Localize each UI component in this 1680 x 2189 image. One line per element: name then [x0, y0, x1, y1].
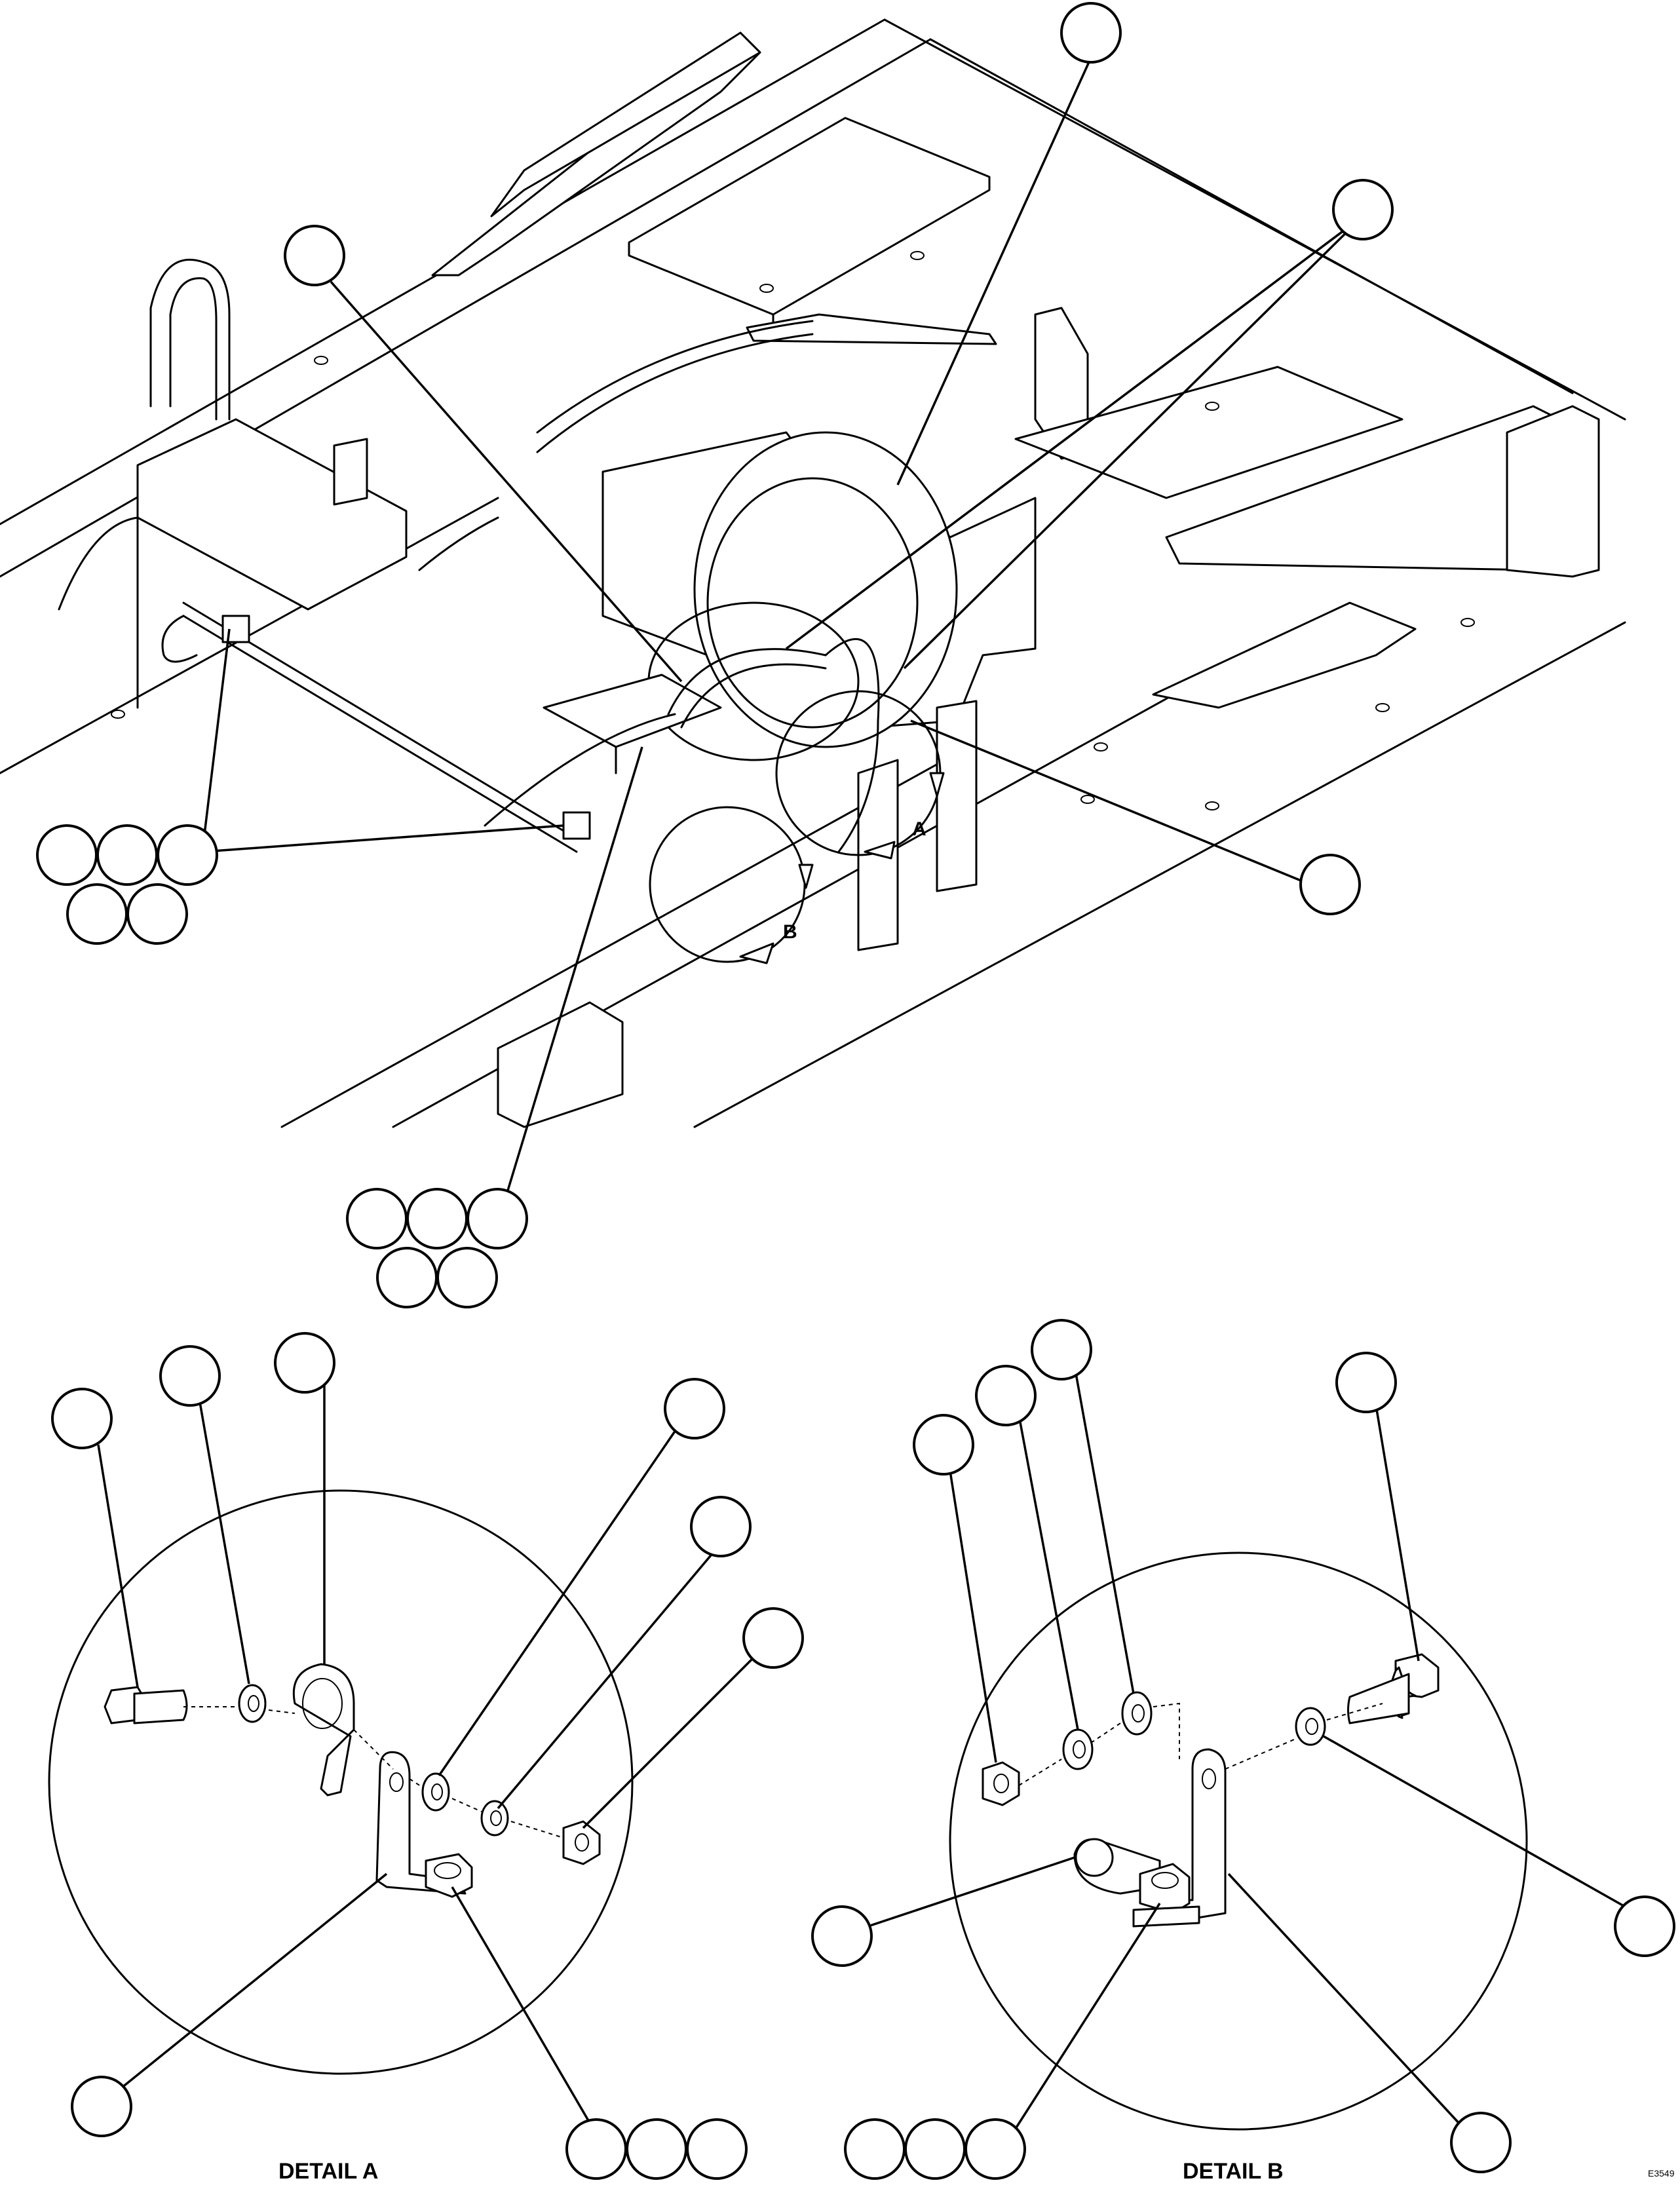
detail-b-callouts	[811, 1319, 1675, 2180]
callout-circle	[1450, 2112, 1512, 2173]
detail-b-leaders	[838, 1365, 1626, 2150]
callout-circle	[376, 1247, 438, 1308]
callout-circle	[913, 1414, 974, 1475]
callout-circle	[1299, 854, 1361, 915]
detail-b-outline	[949, 1551, 1528, 2131]
callout-circle	[71, 2076, 132, 2137]
detail-a-label: DETAIL A	[278, 2159, 378, 2184]
callout-circle	[1060, 2, 1122, 64]
callout-circle	[1031, 1319, 1092, 1380]
callout-circle	[274, 1332, 335, 1394]
detail-a-arrow	[864, 841, 896, 860]
detail-b-marker: B	[783, 921, 797, 943]
callout-circle	[811, 1905, 873, 1967]
callout-circle	[157, 824, 218, 886]
callout-circle	[565, 2118, 627, 2180]
detail-a-marker: A	[912, 818, 926, 840]
upper-leaders	[202, 57, 1364, 1213]
callout-circle	[96, 824, 158, 886]
callout-circle	[664, 1378, 725, 1439]
callout-circle	[844, 2118, 906, 2180]
detail-a-outline	[48, 1489, 634, 2075]
callout-circle	[436, 1247, 498, 1308]
callout-circle	[159, 1345, 221, 1407]
callout-circle	[626, 2118, 687, 2180]
callout-circle	[1614, 1895, 1675, 1957]
callout-circle	[284, 225, 345, 286]
callout-circle	[964, 2118, 1026, 2180]
callout-circle	[66, 883, 128, 945]
callout-circle	[126, 883, 188, 945]
detail-a-view	[48, 1489, 634, 2075]
callout-circle	[686, 2118, 748, 2180]
callout-circle	[51, 1388, 113, 1449]
callout-circle	[1335, 1352, 1397, 1413]
callout-circle	[406, 1188, 468, 1249]
upper-callouts	[36, 2, 1394, 1308]
callout-circle	[467, 1188, 528, 1249]
callout-circle	[1332, 179, 1394, 240]
callout-circle	[690, 1496, 752, 1557]
detail-b-arrow	[739, 942, 774, 964]
callout-circle	[742, 1607, 804, 1669]
callout-circle	[36, 824, 98, 886]
detail-b-label: DETAIL B	[1183, 2159, 1284, 2184]
callout-circle	[904, 2118, 966, 2180]
detail-b-view	[949, 1551, 1528, 2131]
callout-circle	[975, 1365, 1037, 1426]
figure-code: E3549	[1648, 2168, 1675, 2179]
detail-b-circle	[649, 806, 806, 963]
callout-circle	[346, 1188, 408, 1249]
frame-assembly: A B	[0, 18, 1626, 1128]
detail-a-leaders	[97, 1369, 761, 2123]
detail-a-callouts	[51, 1332, 804, 2180]
